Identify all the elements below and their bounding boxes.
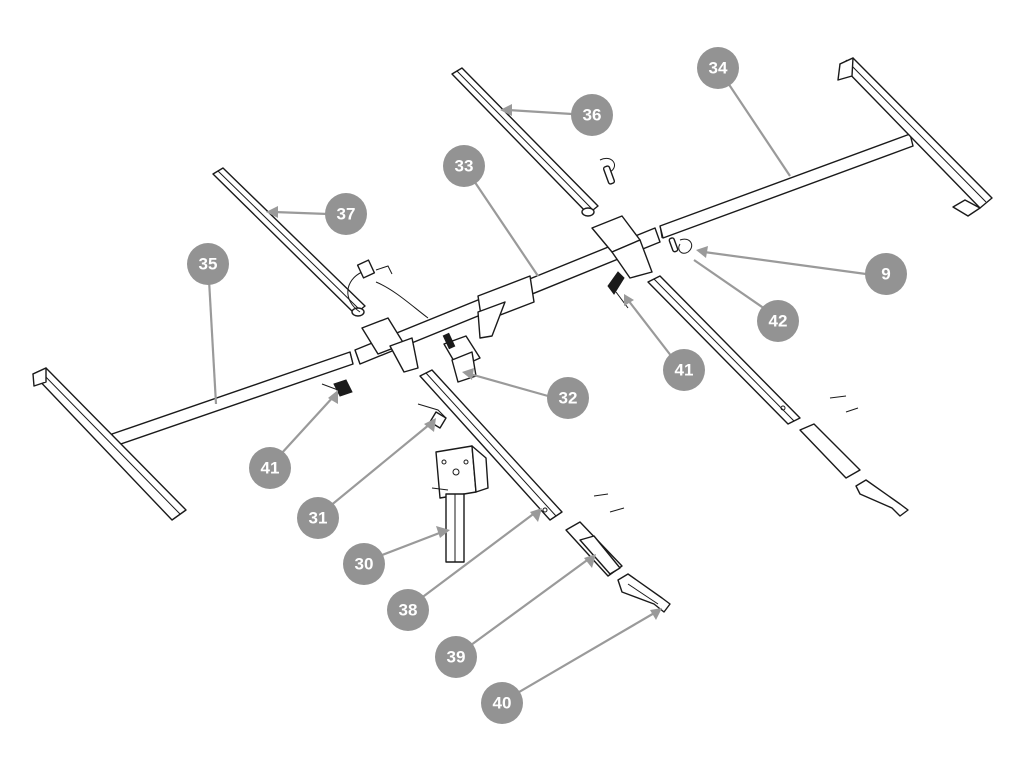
part-41-knobs [321,271,629,397]
part-39-foot-bracket [565,493,625,577]
svg-text:31: 31 [309,509,328,528]
callout-41-right: 41 [663,349,705,391]
callout-37: 37 [325,193,367,235]
part-40-foot-clip [617,573,671,613]
callout-30: 30 [343,543,385,585]
svg-text:38: 38 [399,601,418,620]
svg-text:33: 33 [455,157,474,176]
svg-text:30: 30 [355,555,374,574]
callout-31: 31 [297,497,339,539]
svg-text:35: 35 [199,255,218,274]
callout-39: 39 [435,636,477,678]
svg-text:40: 40 [493,694,512,713]
callout-38: 38 [387,589,429,631]
callout-32: 32 [547,377,589,419]
right-lower-arm [647,275,909,517]
callout-36: 36 [571,94,613,136]
callout-34: 34 [697,47,739,89]
svg-text:39: 39 [447,648,466,667]
part-36-upper-arm [451,67,599,217]
svg-text:36: 36 [583,106,602,125]
part-30-mount-post [431,445,489,563]
callout-33: 33 [443,145,485,187]
svg-text:41: 41 [675,361,694,380]
callout-35: 35 [187,243,229,285]
part-9-42-pins [599,158,693,254]
svg-text:9: 9 [881,265,890,284]
svg-text:41: 41 [261,459,280,478]
callout-40: 40 [481,682,523,724]
part-35-left-beam [32,351,354,521]
part-34-right-beam [659,57,993,239]
part-38-lower-arm [419,369,563,521]
callout-9: 9 [865,253,907,295]
callout-42: 42 [757,300,799,342]
cable-handle [347,259,429,319]
svg-text:32: 32 [559,389,578,408]
part-37-left-arm [212,167,366,317]
part-33-center-beam [354,215,661,373]
svg-text:37: 37 [337,205,356,224]
callout-41-left: 41 [249,447,291,489]
svg-text:34: 34 [709,59,728,78]
svg-text:42: 42 [769,312,788,331]
